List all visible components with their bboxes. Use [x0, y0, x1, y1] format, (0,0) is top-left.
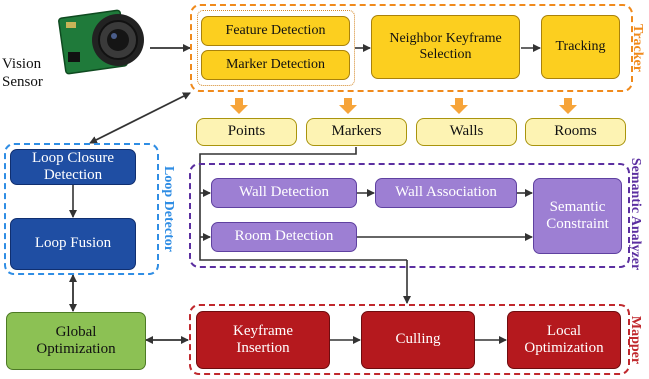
- room-detection-box: Room Detection: [211, 222, 357, 252]
- tracker-title: Tracker: [630, 24, 645, 72]
- semantic-constraint-box: Semantic Constraint: [533, 178, 622, 254]
- semantic-analyzer-group: [189, 163, 630, 268]
- markers-link-line: [199, 147, 407, 261]
- culling-box: Culling: [361, 311, 475, 369]
- camera-icon: [58, 4, 154, 82]
- semantic-analyzer-title: Semantic Analyzer: [628, 157, 643, 271]
- loop-fusion-box: Loop Fusion: [10, 218, 136, 270]
- neighbor-keyframe-box: Neighbor Keyframe Selection: [371, 15, 520, 79]
- loop-detector-title: Loop Detector: [161, 166, 176, 252]
- marker-detection-box: Marker Detection: [201, 50, 350, 80]
- walls-output: Walls: [416, 118, 517, 146]
- loop-closure-detection-box: Loop Closure Detection: [10, 149, 136, 185]
- local-optimization-box: Local Optimization: [507, 311, 621, 369]
- global-optimization-box: Global Optimization: [6, 312, 146, 370]
- detection-subgroup: [197, 10, 355, 86]
- tracker-loop-arrow: [89, 92, 191, 144]
- mapper-group: [189, 304, 630, 375]
- mapper-title: Mapper: [628, 315, 643, 365]
- tracker-output-arrows: [230, 98, 577, 114]
- keyframe-insertion-box: Keyframe Insertion: [196, 311, 330, 369]
- tracker-group: [190, 4, 633, 92]
- feature-detection-box: Feature Detection: [201, 16, 350, 46]
- points-output: Points: [196, 118, 297, 146]
- markers-output: Markers: [306, 118, 407, 146]
- vision-sensor-label: Vision Sensor: [2, 56, 43, 90]
- loop-detector-group: [4, 143, 159, 275]
- wall-detection-box: Wall Detection: [211, 178, 357, 208]
- rooms-output: Rooms: [525, 118, 626, 146]
- wall-association-box: Wall Association: [375, 178, 517, 208]
- tracking-box: Tracking: [541, 15, 620, 79]
